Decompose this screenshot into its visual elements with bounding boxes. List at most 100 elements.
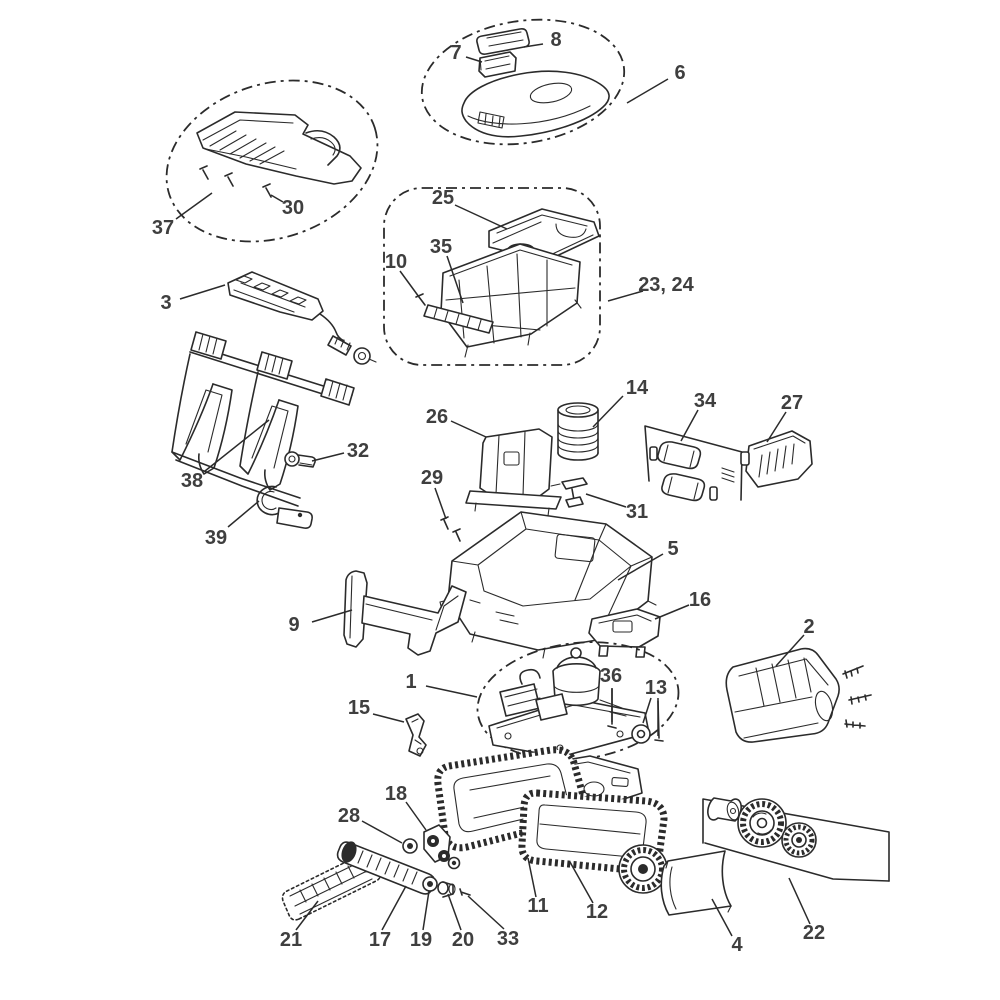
leader-line-14 bbox=[592, 395, 624, 428]
part-18-idler-bracket bbox=[423, 824, 451, 863]
axle-bushing bbox=[707, 797, 742, 822]
leader-line-1 bbox=[425, 685, 478, 698]
leader-line-31 bbox=[585, 493, 627, 508]
leader-line-16 bbox=[654, 604, 690, 620]
part-label-20: 20 bbox=[452, 929, 474, 951]
part-label-12: 12 bbox=[586, 901, 608, 923]
part-label-29: 29 bbox=[421, 467, 443, 489]
part-label-32: 32 bbox=[347, 440, 369, 462]
part-label-1: 1 bbox=[405, 671, 416, 693]
leader-line-7 bbox=[465, 56, 483, 63]
group-37-handle-assembly bbox=[165, 79, 379, 243]
leader-line-18 bbox=[405, 801, 427, 831]
part-label-13: 13 bbox=[645, 677, 667, 699]
part-label-7: 7 bbox=[450, 42, 461, 64]
part-label-26: 26 bbox=[426, 406, 448, 428]
part-11-chassis-track-assembly bbox=[434, 746, 668, 894]
part-label-39: 39 bbox=[205, 527, 227, 549]
leader-line-10 bbox=[399, 270, 420, 298]
part-33-screw bbox=[459, 888, 471, 896]
part-label-18: 18 bbox=[385, 783, 407, 805]
brush-block bbox=[190, 331, 227, 360]
roller bbox=[661, 473, 718, 502]
part-label-38: 38 bbox=[181, 470, 203, 492]
part-20-bushing bbox=[437, 881, 456, 898]
part-7-latch-button bbox=[478, 51, 517, 78]
part-8-cover-flap bbox=[476, 28, 530, 55]
part-26-mounting-plate bbox=[465, 428, 562, 517]
part-35-flap-strip bbox=[423, 304, 494, 334]
brush-block bbox=[256, 351, 293, 380]
leader-line-8 bbox=[523, 43, 544, 48]
group-6-top-cover-assembly bbox=[420, 18, 626, 146]
leader-line-25 bbox=[454, 204, 508, 230]
track-wheel bbox=[618, 844, 668, 894]
part-31-fitting bbox=[550, 477, 588, 508]
leader-line-38 bbox=[204, 419, 270, 472]
leader-line-20 bbox=[447, 893, 462, 931]
drive-pulley bbox=[737, 798, 787, 848]
part-label-8: 8 bbox=[550, 29, 561, 51]
part-label-17: 17 bbox=[369, 929, 391, 951]
part-label-10: 10 bbox=[385, 251, 407, 273]
leader-line-5 bbox=[617, 553, 664, 581]
group-1-pump-motor-assembly bbox=[476, 641, 680, 761]
part-label-35: 35 bbox=[430, 236, 452, 258]
part-label-25: 25 bbox=[432, 187, 454, 209]
leader-line-30 bbox=[270, 194, 284, 203]
leader-line-4 bbox=[711, 898, 733, 937]
part-14-float-canister bbox=[557, 402, 599, 461]
part-label-2: 2 bbox=[803, 616, 814, 638]
part-label-33: 33 bbox=[497, 928, 519, 950]
part-label-31: 31 bbox=[626, 501, 648, 523]
leader-line-13 bbox=[642, 697, 652, 724]
part-label-23-24: 23, 24 bbox=[638, 274, 694, 296]
part-label-5: 5 bbox=[667, 538, 678, 560]
leader-line-17 bbox=[381, 885, 407, 931]
part-28-washers bbox=[402, 838, 461, 870]
part-label-3: 3 bbox=[160, 292, 171, 314]
part-4-deflector-panel bbox=[660, 850, 732, 916]
roller bbox=[649, 441, 702, 470]
part-27-handle-pad bbox=[740, 430, 813, 488]
part-label-22: 22 bbox=[803, 922, 825, 944]
leader-line-11 bbox=[527, 857, 537, 898]
part-1-pump-motor bbox=[488, 647, 650, 758]
part-label-34: 34 bbox=[694, 390, 717, 412]
part-17-roller-shaft bbox=[336, 841, 436, 895]
part-29-screws bbox=[440, 516, 461, 542]
part-label-27: 27 bbox=[781, 392, 803, 414]
part-label-19: 19 bbox=[410, 929, 432, 951]
part-label-16: 16 bbox=[689, 589, 711, 611]
part-label-30: 30 bbox=[282, 197, 304, 219]
part-label-6: 6 bbox=[674, 62, 685, 84]
part-15-retainer-clip bbox=[405, 713, 427, 757]
part-2-drive-motor-block bbox=[725, 647, 872, 743]
part-label-37: 37 bbox=[152, 217, 174, 239]
leader-line-2 bbox=[775, 634, 805, 667]
part-16-locking-latch bbox=[588, 608, 661, 658]
motor-screws bbox=[842, 665, 872, 729]
part-37-handle bbox=[196, 111, 362, 185]
part-34-roller-kit bbox=[644, 425, 743, 502]
leader-line-39 bbox=[227, 500, 260, 528]
part-label-15: 15 bbox=[348, 697, 370, 719]
leader-line-6 bbox=[626, 78, 669, 104]
part-13-seal-kit bbox=[631, 700, 664, 744]
part-label-28: 28 bbox=[338, 805, 360, 827]
brush-block bbox=[320, 378, 355, 406]
idler-pulley bbox=[781, 822, 817, 858]
leader-line-12 bbox=[569, 861, 594, 904]
part-label-9: 9 bbox=[288, 614, 299, 636]
part-label-21: 21 bbox=[280, 929, 302, 951]
part-22-wheel-kit bbox=[702, 797, 890, 882]
part-label-14: 14 bbox=[626, 377, 649, 399]
leader-line-27 bbox=[766, 411, 787, 443]
part-32-clip bbox=[284, 451, 316, 468]
part-label-4: 4 bbox=[731, 934, 743, 956]
leader-line-21 bbox=[295, 900, 319, 931]
part-6-top-cover bbox=[461, 70, 610, 138]
leader-line-23-24 bbox=[607, 290, 644, 302]
